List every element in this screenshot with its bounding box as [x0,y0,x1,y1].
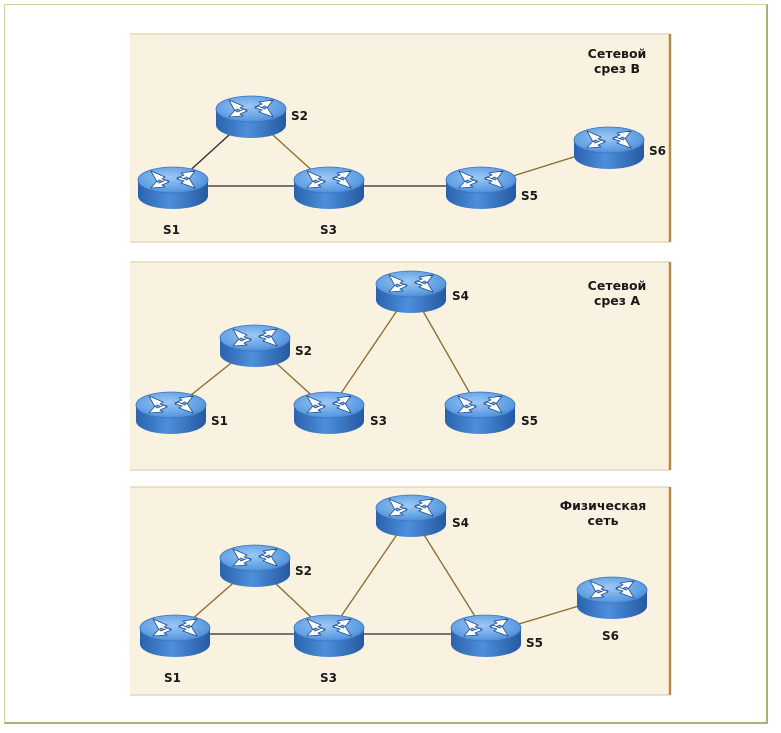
panel-title-line: сеть [587,513,618,528]
router-icon [219,324,291,368]
node-label: S2 [295,344,312,358]
router-icon [215,95,287,139]
node-label: S5 [526,636,543,650]
node-label: S3 [320,671,337,685]
node-label: S3 [370,414,387,428]
node-s4: S4 [375,270,469,314]
node-s6: S6 [573,126,666,170]
node-s1: S1 [135,391,228,435]
node-label: S5 [521,189,538,203]
panel-title-line: срез A [594,293,640,308]
router-icon [219,544,291,588]
panel-title-line: Физическая [560,498,647,513]
node-s5: S5 [450,614,543,658]
node-s1: S1 [139,614,211,685]
node-s5: S5 [444,391,538,435]
router-icon [293,391,365,435]
node-s3: S3 [293,614,365,685]
node-s2: S2 [219,544,312,588]
router-icon [444,391,516,435]
node-s2: S2 [215,95,308,139]
node-s5: S5 [445,166,538,210]
router-icon [450,614,522,658]
node-s2: S2 [219,324,312,368]
panel-title-line: срез B [594,61,640,76]
router-icon [139,614,211,658]
node-s4: S4 [375,494,469,538]
node-label: S1 [164,671,181,685]
node-label: S4 [452,516,469,530]
node-label: S2 [291,109,308,123]
node-label: S3 [320,223,337,237]
node-s3: S3 [293,166,365,237]
node-label: S2 [295,564,312,578]
panel-title-line: Сетевой [588,278,647,293]
router-icon [293,166,365,210]
node-label: S1 [211,414,228,428]
node-label: S1 [163,223,180,237]
router-icon [573,126,645,170]
node-label: S6 [649,144,666,158]
router-icon [135,391,207,435]
router-icon [375,494,447,538]
node-s3: S3 [293,391,387,435]
router-icon [137,166,209,210]
panel-title-line: Сетевой [588,46,647,61]
node-label: S6 [602,629,619,643]
node-label: S5 [521,414,538,428]
node-s6: S6 [576,576,648,643]
router-icon [445,166,517,210]
router-icon [576,576,648,620]
node-s1: S1 [137,166,209,237]
node-label: S4 [452,289,469,303]
router-icon [375,270,447,314]
router-icon [293,614,365,658]
